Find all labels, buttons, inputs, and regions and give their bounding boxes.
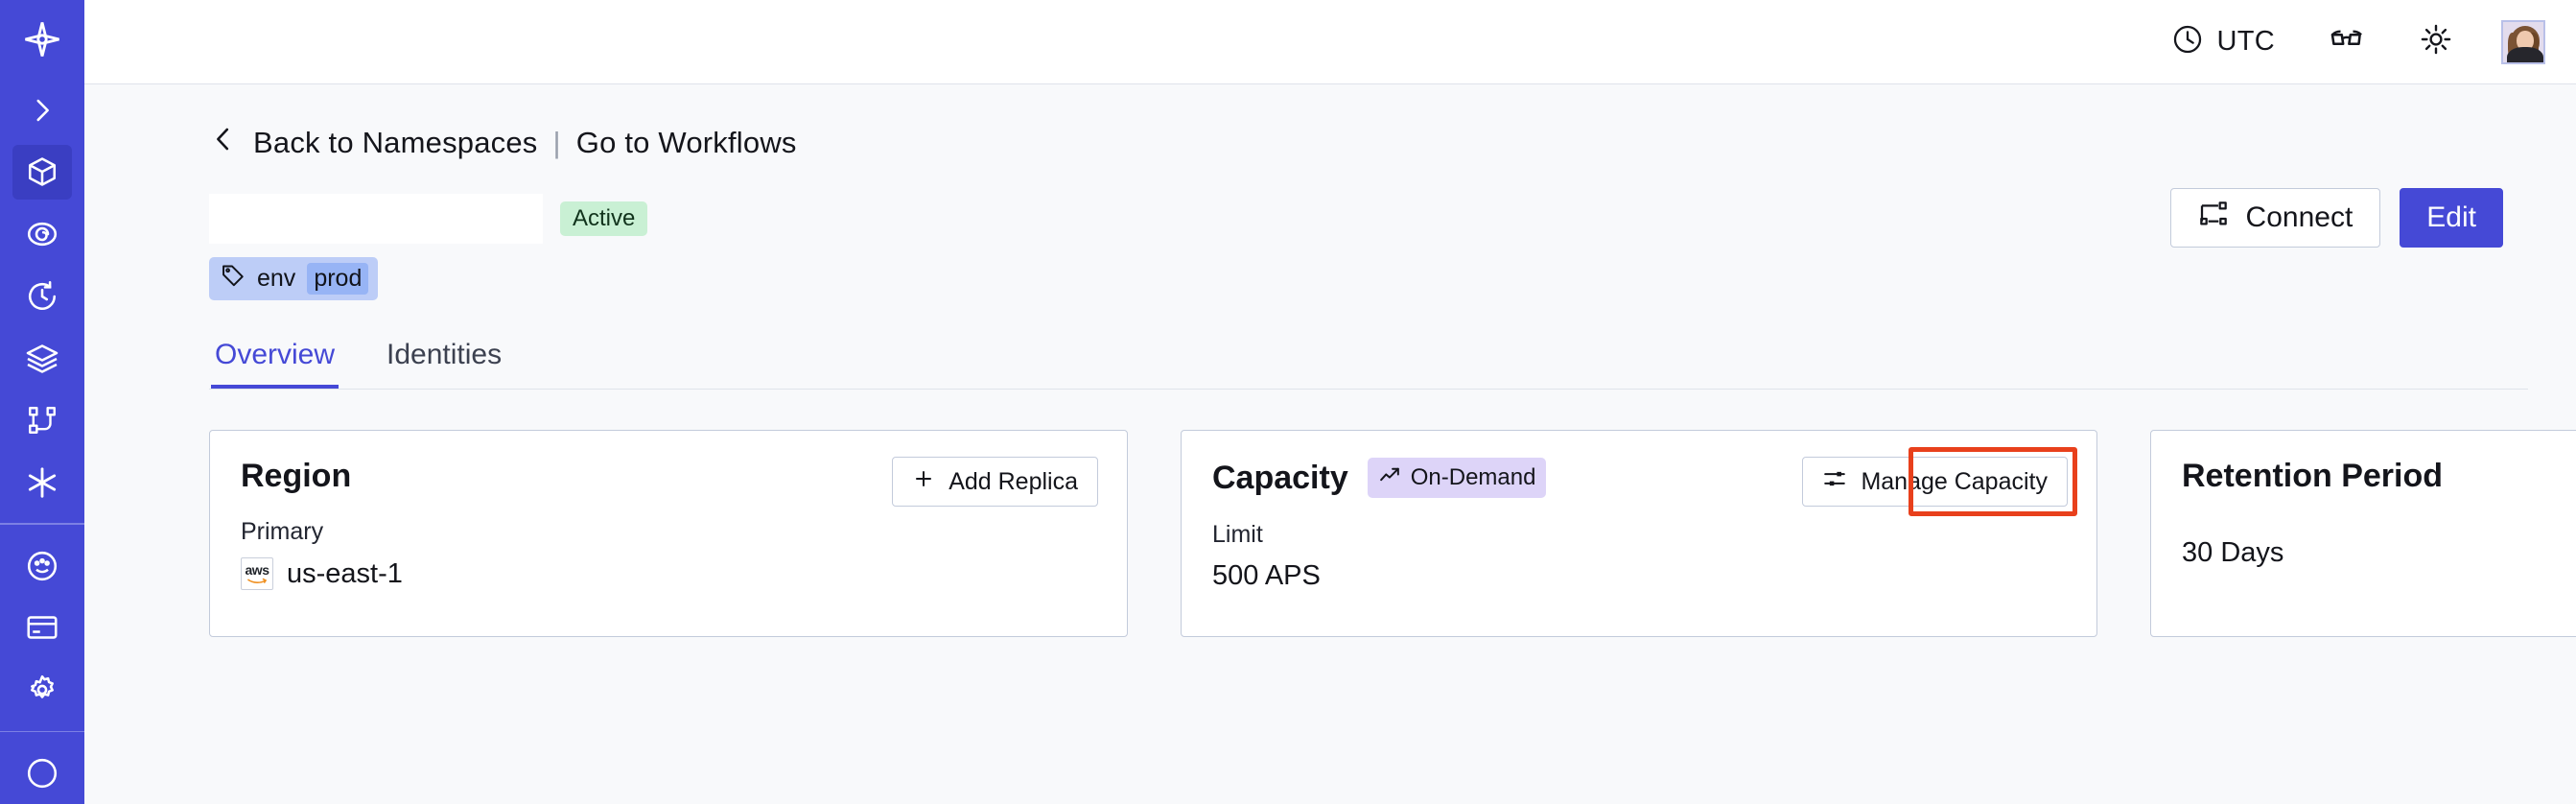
breadcrumb-back-link[interactable]: Back to Namespaces [253, 126, 538, 159]
connect-button[interactable]: Connect [2169, 188, 2381, 248]
layers-icon [25, 342, 59, 376]
help-circle-icon [25, 756, 59, 791]
avatar-face [2517, 30, 2534, 51]
breadcrumb: Back to Namespaces | Go to Workflows [209, 125, 2528, 161]
manage-capacity-label: Manage Capacity [1861, 467, 2048, 495]
title-actions: Connect Edit [2169, 188, 2503, 248]
retention-card-head: Retention Period [2182, 458, 2576, 495]
tag-key: env [257, 265, 296, 292]
readonly-mode-button[interactable] [2302, 12, 2392, 72]
sidebar-item-settings[interactable] [12, 663, 72, 718]
gear-icon [25, 673, 59, 707]
overview-cards: Region Add Replica Primary aws [209, 430, 2576, 637]
sidebar-item-usage[interactable] [12, 538, 72, 593]
tag-row: env prod [209, 257, 2528, 300]
top-header: UTC [84, 0, 2576, 84]
page-title [209, 194, 543, 244]
region-value: us-east-1 [287, 557, 403, 589]
manage-capacity-button[interactable]: Manage Capacity [1802, 457, 2068, 507]
sidebar-item-observability[interactable] [12, 207, 72, 262]
timezone-selector[interactable]: UTC [2144, 12, 2302, 72]
sliders-icon [1822, 466, 1847, 498]
capacity-card-head: Capacity On-Demand [1212, 458, 2066, 498]
on-demand-badge: On-Demand [1367, 458, 1547, 498]
region-value-row: aws us-east-1 [241, 557, 1096, 590]
main-pane: UTC [84, 0, 2576, 804]
history-clock-icon [25, 279, 59, 314]
breadcrumb-workflows-link[interactable]: Go to Workflows [575, 126, 797, 159]
capacity-sub-label: Limit [1212, 521, 1263, 548]
sidebar-divider-1 [0, 523, 84, 526]
sidebar-item-workflows[interactable] [12, 393, 72, 448]
theme-toggle-button[interactable] [2392, 12, 2480, 72]
tab-bar: Overview Identities [209, 335, 2528, 390]
tag-value: prod [307, 263, 369, 295]
status-badge: Active [560, 201, 648, 236]
edit-button[interactable]: Edit [2400, 188, 2503, 248]
left-sidebar [0, 0, 84, 804]
trend-up-icon [1378, 463, 1402, 492]
sidebar-item-integrations[interactable] [12, 456, 72, 510]
edit-button-label: Edit [2426, 201, 2476, 233]
tag-icon [221, 263, 246, 295]
app-logo[interactable] [0, 0, 84, 79]
sidebar-item-schedules[interactable] [12, 270, 72, 324]
avatar-body [2507, 46, 2543, 62]
sidebar-divider-2 [0, 730, 84, 733]
on-demand-badge-label: On-Demand [1410, 464, 1536, 490]
sidebar-item-namespaces[interactable] [12, 145, 72, 200]
plus-icon [912, 467, 935, 497]
retention-value: 30 Days [2182, 537, 2284, 568]
capacity-card: Capacity On-Demand [1181, 430, 2097, 637]
retention-card: Retention Period 30 Days [2150, 430, 2576, 637]
region-card: Region Add Replica Primary aws [209, 430, 1128, 637]
connect-flow-icon [2198, 200, 2229, 236]
chevron-right-icon [26, 94, 59, 127]
namespace-tag[interactable]: env prod [209, 257, 379, 300]
tab-overview[interactable]: Overview [211, 335, 339, 389]
aws-logo-icon: aws [241, 557, 273, 590]
page-content: Back to Namespaces | Go to Workflows Act… [84, 84, 2576, 804]
sidebar-item-expand-sidebar[interactable] [12, 83, 72, 137]
add-replica-button[interactable]: Add Replica [892, 457, 1098, 507]
sidebar-item-billing[interactable] [12, 601, 72, 655]
tab-identities[interactable]: Identities [386, 339, 503, 370]
cube-icon [25, 154, 59, 189]
temporal-logo-icon [22, 19, 62, 59]
sidebar-item-help[interactable] [12, 745, 72, 800]
timezone-label: UTC [2216, 26, 2275, 57]
eye-spiral-icon [25, 217, 59, 251]
credit-card-icon [25, 610, 59, 645]
workflow-graph-icon [26, 404, 59, 437]
sidebar-item-layers[interactable] [12, 331, 72, 386]
palette-icon [25, 549, 59, 583]
region-card-head: Region [241, 458, 1096, 495]
avatar-hair-left [2508, 32, 2518, 59]
capacity-value: 500 APS [1212, 560, 1321, 591]
region-card-title: Region [241, 458, 352, 494]
avatar[interactable] [2501, 19, 2545, 64]
chevron-left-icon[interactable] [209, 125, 238, 161]
breadcrumb-divider: | [552, 126, 561, 159]
connect-button-label: Connect [2245, 201, 2354, 233]
region-sub-label: Primary [241, 518, 324, 545]
add-replica-label: Add Replica [948, 467, 1078, 495]
capacity-card-title: Capacity [1212, 459, 1348, 496]
sun-icon [2419, 22, 2453, 61]
asterisk-icon [24, 464, 60, 501]
namespace-title-row: Active Connect [209, 188, 2528, 248]
clock-icon [2171, 23, 2204, 60]
retention-card-title: Retention Period [2182, 458, 2444, 494]
glasses-icon [2329, 21, 2365, 62]
